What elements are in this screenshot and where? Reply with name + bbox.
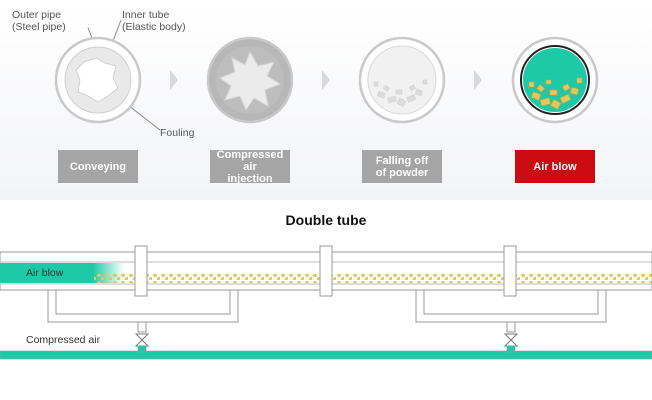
- stage-3-pipe-section: [358, 36, 446, 124]
- stage-3-fallen-powder: [373, 79, 428, 107]
- compressed-air-label: Compressed air: [26, 334, 101, 346]
- stage-1-pipe-section: [54, 36, 142, 124]
- stage-conveying: Conveying: [58, 150, 138, 183]
- stage-compressed-air-injection: Compressed air injection: [210, 148, 290, 185]
- right-valve-icon: [503, 333, 519, 353]
- stage-air-blow-line1: Air blow: [533, 160, 577, 173]
- stage-injection-line2: injection: [227, 172, 273, 185]
- air-blow-label: Air blow: [26, 267, 64, 279]
- inner-tube-label-line1: Inner tube: [122, 9, 170, 21]
- stage-4-pipe-section: [511, 36, 599, 124]
- stage-air-blow: Air blow: [515, 150, 595, 183]
- tube-flanges: [134, 245, 517, 297]
- outer-pipe-label: Outer pipe (Steel pipe): [12, 9, 66, 33]
- left-valve-icon: [134, 333, 150, 353]
- stage-2-pipe-section: [206, 36, 294, 124]
- arrow-3-icon: [474, 70, 482, 90]
- stage-2-star-tube: [218, 50, 282, 112]
- outer-pipe-label-line2: (Steel pipe): [12, 21, 66, 33]
- stage-falling-line1: Falling off: [375, 154, 429, 167]
- diagram-title: Double tube: [285, 212, 367, 228]
- inner-tube-label: Inner tube (Elastic body): [122, 9, 186, 33]
- fouling-label: Fouling: [160, 127, 195, 139]
- compressed-air-main-pipe: [0, 350, 652, 360]
- stage-1-fouling: [75, 57, 119, 103]
- air-blow-flow: [0, 263, 124, 283]
- arrow-1-icon: [170, 70, 178, 90]
- inner-tube-label-line2: (Elastic body): [122, 21, 186, 33]
- stage-conveying-line1: Conveying: [69, 160, 127, 173]
- arrow-2-icon: [322, 70, 330, 90]
- stage-4-blown-powder: [528, 77, 583, 110]
- stage-falling-line2: of powder: [375, 166, 429, 179]
- outer-pipe-label-line1: Outer pipe: [12, 9, 62, 21]
- stage-falling-off-of-powder: Falling off of powder: [362, 150, 442, 183]
- stage-injection-line1: Compressed air: [216, 148, 284, 173]
- powder-deposit: [94, 274, 652, 283]
